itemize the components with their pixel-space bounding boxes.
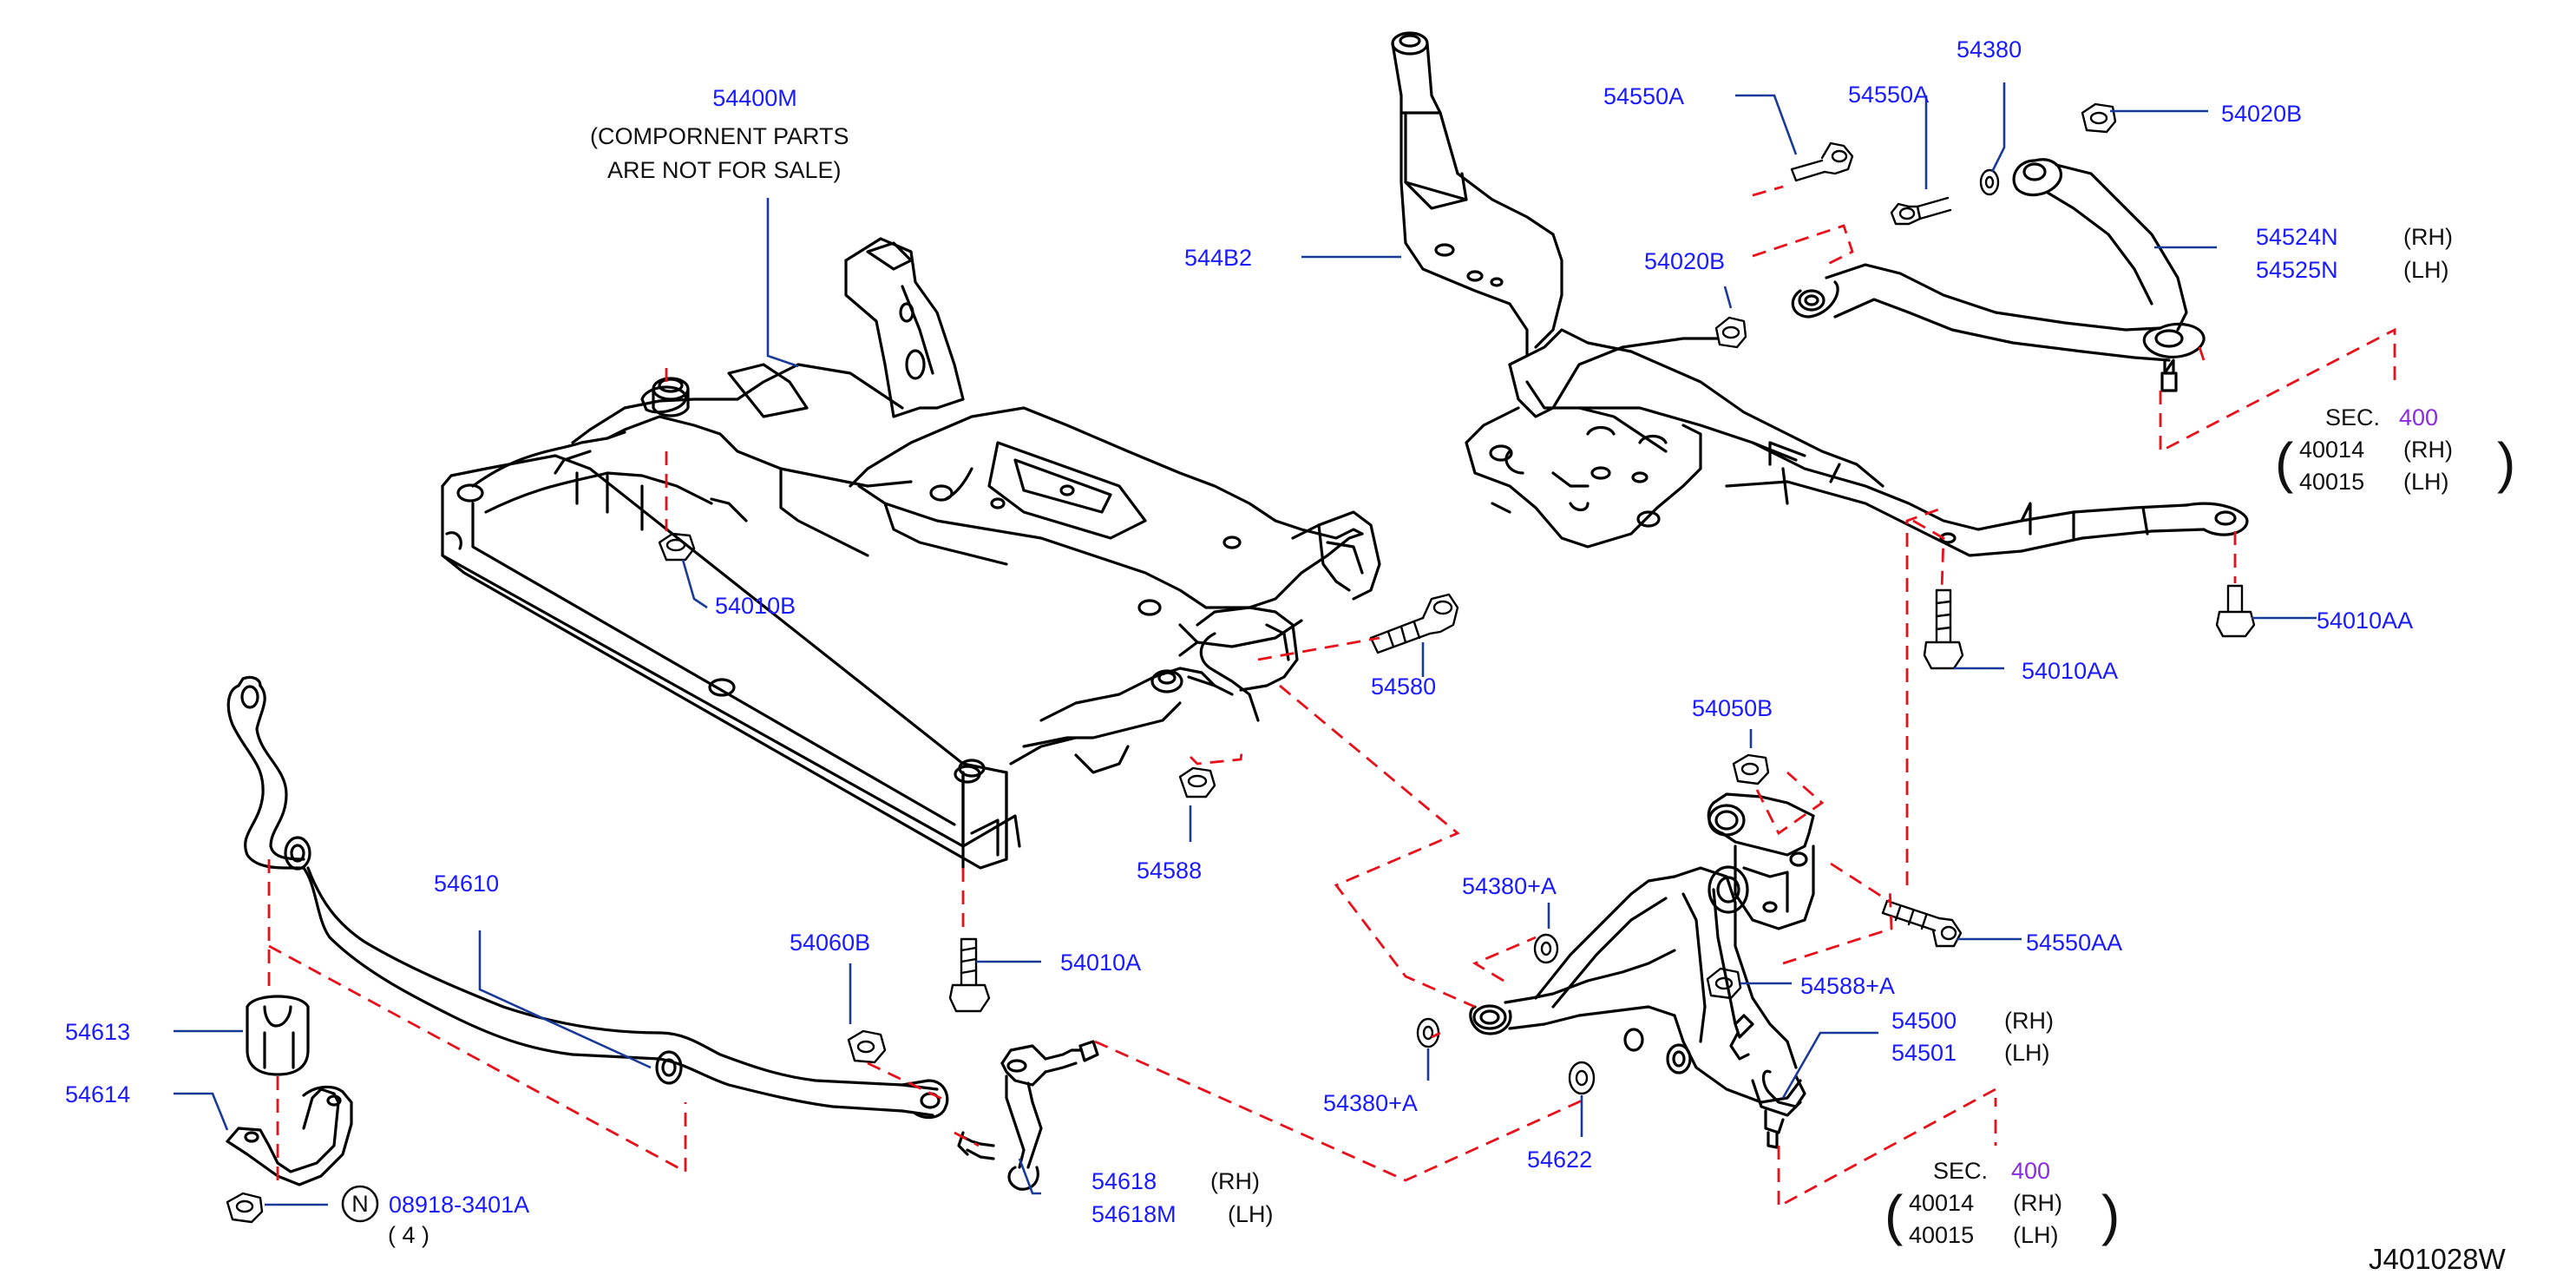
callout-54550aa: 54550AA	[2026, 930, 2122, 956]
sec-side-rh-upper: (RH)	[2403, 437, 2453, 463]
callout-54010a: 54010A	[1060, 950, 1141, 976]
n-marker-circle	[341, 1185, 379, 1223]
callout-54613: 54613	[65, 1019, 130, 1045]
upper-link-drawing	[1791, 158, 2206, 392]
callout-54614: 54614	[65, 1081, 130, 1107]
sec-number-lower: 400	[2011, 1158, 2050, 1184]
note-component-parts: (COMPORNENT PARTS	[590, 123, 849, 149]
callout-54618m: 54618M	[1091, 1201, 1177, 1227]
leader-lines	[174, 82, 2317, 1206]
stabilizer-bar-drawing	[226, 675, 949, 1120]
side-54525n-lh: (LH)	[2403, 257, 2449, 283]
member-544b2-drawing	[1391, 31, 2249, 557]
callout-54380a-top: 54380+A	[1462, 873, 1557, 899]
sec-code-lh-lower: 40015	[1909, 1222, 1974, 1248]
callout-54588: 54588	[1137, 858, 1202, 884]
n-marker-letter: N	[351, 1191, 369, 1217]
sec-code-rh-upper: 40014	[2299, 437, 2364, 463]
callout-54622: 54622	[1527, 1147, 1592, 1173]
callout-54050b: 54050B	[1692, 695, 1773, 721]
connecting-rod-drawing	[957, 1040, 1099, 1191]
section-ref-lower: SEC. 400 ( 40014 (RH) 40015 (LH) )	[1884, 1158, 2120, 1248]
callout-54010aa-mid: 54010AA	[2022, 658, 2118, 684]
callout-54501: 54501	[1891, 1040, 1957, 1066]
clamp-drawing	[226, 1085, 353, 1186]
sec-side-lh-upper: (LH)	[2403, 469, 2449, 495]
side-54618m-lh: (LH)	[1228, 1201, 1274, 1227]
sec-label-lower: SEC.	[1933, 1158, 1988, 1184]
bracket-open-upper: (	[2275, 431, 2293, 494]
callout-54550a-left: 54550A	[1603, 83, 1684, 109]
callout-544b2: 544B2	[1184, 245, 1252, 271]
callout-54618: 54618	[1091, 1168, 1157, 1194]
sec-side-lh-lower: (LH)	[2013, 1222, 2059, 1248]
crossmember-drawing	[441, 237, 1381, 870]
lower-link-drawing	[1469, 792, 1815, 1149]
callout-54010b: 54010B	[715, 593, 796, 619]
nut-08918-quantity: ( 4 )	[388, 1222, 429, 1248]
callout-54020b-left: 54020B	[1644, 248, 1725, 274]
callout-54380a-bottom: 54380+A	[1323, 1090, 1418, 1116]
nut-08918-label: N 08918-3401A ( 4 )	[341, 1185, 529, 1248]
callout-54010aa-right: 54010AA	[2317, 608, 2413, 634]
sec-code-rh-lower: 40014	[1909, 1190, 1974, 1216]
callout-54524n: 54524N	[2256, 224, 2338, 250]
side-54500-rh: (RH)	[2004, 1008, 2054, 1034]
callout-54020b-top: 54020B	[2221, 101, 2302, 127]
callout-08918-3401a: 08918-3401A	[389, 1192, 529, 1218]
bracket-open-lower: (	[1884, 1184, 1903, 1246]
note-not-for-sale: ARE NOT FOR SALE)	[607, 157, 842, 183]
callout-54525n: 54525N	[2256, 257, 2338, 283]
callout-54060b: 54060B	[790, 930, 870, 956]
side-54618-rh: (RH)	[1210, 1168, 1260, 1194]
side-54524n-rh: (RH)	[2403, 224, 2453, 250]
sec-side-rh-lower: (RH)	[2013, 1190, 2062, 1216]
sec-number-upper: 400	[2399, 404, 2438, 430]
callout-54500: 54500	[1891, 1008, 1957, 1034]
sec-code-lh-upper: 40015	[2299, 469, 2364, 495]
bushing-drawing	[246, 995, 310, 1076]
bracket-close-upper: )	[2497, 431, 2515, 494]
sec-label-upper: SEC.	[2325, 404, 2380, 430]
section-ref-upper: SEC. 400 ( 40014 (RH) 40015 (LH) )	[2275, 404, 2515, 495]
bracket-close-lower: )	[2101, 1184, 2120, 1246]
callout-54580: 54580	[1371, 674, 1436, 700]
callout-54550a-right: 54550A	[1848, 82, 1929, 108]
assembly-dashed-lines	[267, 185, 2396, 1209]
side-54501-lh: (LH)	[2004, 1040, 2050, 1066]
callout-54400m: 54400M	[712, 85, 797, 111]
illustration-code: J401028W	[2369, 1243, 2507, 1275]
callout-54380: 54380	[1957, 36, 2022, 62]
callout-54588a: 54588+A	[1800, 973, 1895, 999]
callout-54610: 54610	[434, 871, 499, 897]
